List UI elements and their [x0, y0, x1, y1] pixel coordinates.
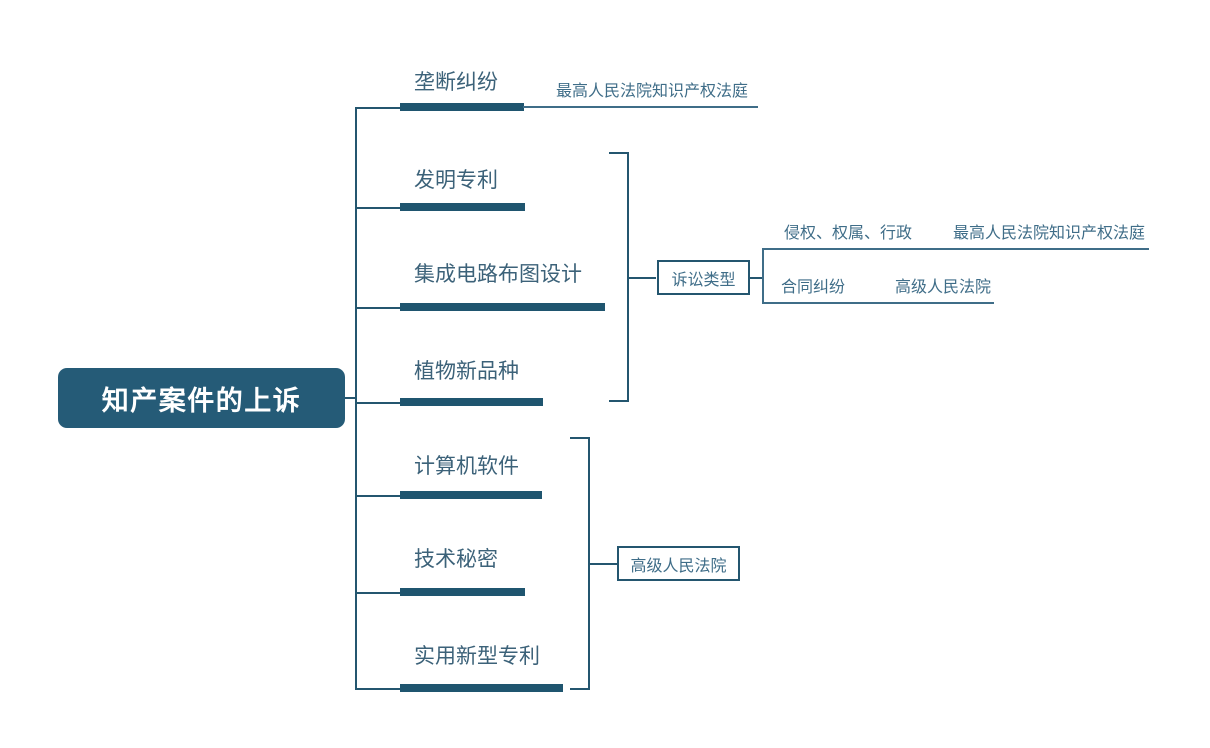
group-1-sub-bracket-spine [762, 248, 764, 303]
branch-stem-5 [355, 495, 401, 497]
sub-branch-b-underline [762, 302, 994, 304]
branch-stem-3 [355, 307, 401, 309]
sub-branch-a-label[interactable]: 侵权、权属、行政 [784, 225, 913, 242]
branch-stem-2 [355, 207, 401, 209]
root-connector-line [345, 397, 357, 399]
group-2-bracket-spine [588, 437, 590, 689]
branch-underline-6 [400, 588, 525, 596]
group-1-bracket-spine [627, 152, 629, 402]
branch-underline-4 [400, 398, 543, 406]
branch-stem-6 [355, 592, 401, 594]
sub-branch-a-court[interactable]: 最高人民法院知识产权法庭 [953, 225, 1146, 242]
group-2-bracket-bottom-arm [570, 688, 590, 690]
group-1-bracket-stem [629, 277, 656, 279]
sub-branch-b-label[interactable]: 合同纠纷 [781, 279, 846, 296]
litigation-type-connector [750, 277, 763, 279]
root-node[interactable]: 知产案件的上诉 [58, 368, 345, 428]
branch-label-3[interactable]: 集成电路布图设计 [414, 263, 582, 286]
branch-stem-7 [355, 688, 401, 690]
branch-underline-5 [400, 491, 542, 499]
branch-underline-2 [400, 203, 525, 211]
group-1-bracket-bottom-arm [609, 400, 629, 402]
branch-stem-4 [355, 402, 401, 404]
group-2-bracket-stem [590, 563, 617, 565]
leaf-underline-1 [523, 106, 758, 108]
leaf-label-1[interactable]: 最高人民法院知识产权法庭 [556, 83, 749, 100]
branch-label-7[interactable]: 实用新型专利 [414, 645, 540, 668]
branch-label-5[interactable]: 计算机软件 [414, 455, 519, 478]
group-1-bracket-top-arm [609, 152, 629, 154]
sub-branch-a-underline [762, 248, 1149, 250]
high-court-box[interactable]: 高级人民法院 [617, 546, 740, 581]
branch-label-1[interactable]: 垄断纠纷 [414, 71, 498, 94]
branch-stem-1 [355, 107, 401, 109]
branch-label-6[interactable]: 技术秘密 [414, 548, 498, 571]
branch-label-2[interactable]: 发明专利 [414, 169, 498, 192]
branch-underline-3 [400, 303, 605, 311]
trunk-spine [355, 107, 357, 689]
branch-label-4[interactable]: 植物新品种 [414, 360, 519, 383]
sub-branch-b-court[interactable]: 高级人民法院 [895, 279, 992, 296]
litigation-type-box[interactable]: 诉讼类型 [657, 260, 750, 295]
branch-underline-1 [400, 103, 524, 111]
branch-underline-7 [400, 684, 563, 692]
group-2-bracket-top-arm [570, 437, 590, 439]
